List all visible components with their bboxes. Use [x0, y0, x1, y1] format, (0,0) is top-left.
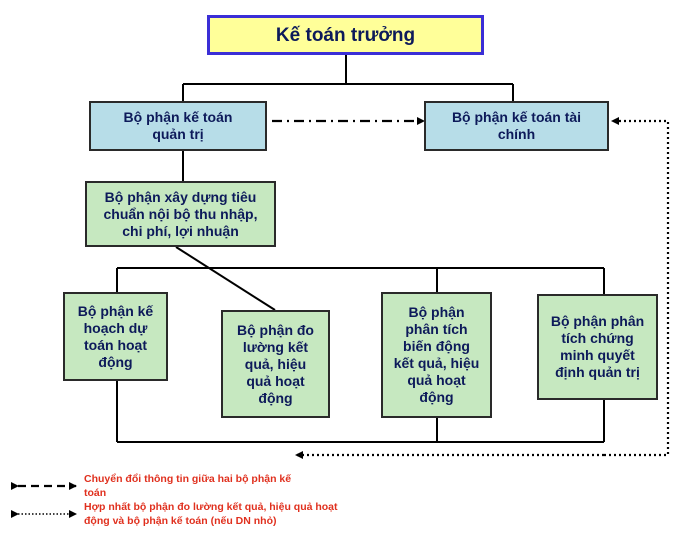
- chief-accountant-box: Kế toán trưởng: [207, 15, 484, 55]
- variance-analysis-box: Bộ phận phân tích biến động kết quả, hiệ…: [381, 292, 492, 418]
- variance-analysis-label: Bộ phận phân tích biến động kết quả, hiệ…: [393, 304, 480, 405]
- legend-dotted-text: Hợp nhất bộ phận đo lường kết quả, hiệu …: [84, 501, 338, 527]
- legend-dashed-text: Chuyển đổi thông tin giữa hai bộ phận kế…: [84, 473, 292, 499]
- merge-arrow-right: [604, 117, 670, 457]
- management-accounting-label: Bộ phận kế toán quản trị: [123, 109, 233, 142]
- performance-measurement-label: Bộ phận đo lường kết quả, hiệu quả hoạt …: [237, 321, 314, 406]
- internal-standards-box: Bộ phận xây dựng tiêu chuẩn nội bộ thu n…: [85, 181, 276, 247]
- financial-accounting-label: Bộ phận kế toán tài chính: [451, 109, 582, 142]
- connector-standards-measurement: [175, 246, 276, 311]
- chief-accountant-label: Kế toán trưởng: [275, 24, 416, 46]
- management-accounting-box: Bộ phận kế toán quản trị: [89, 101, 267, 151]
- performance-measurement-box: Bộ phận đo lường kết quả, hiệu quả hoạt …: [221, 310, 330, 418]
- planning-budget-label: Bộ phận kế hoạch dự toán hoạt động: [77, 302, 154, 370]
- planning-budget-box: Bộ phận kế hoạch dự toán hoạt động: [63, 292, 168, 381]
- decision-analysis-label: Bộ phận phân tích chứng minh quyết định …: [550, 313, 645, 380]
- decision-analysis-box: Bộ phận phân tích chứng minh quyết định …: [537, 294, 658, 400]
- financial-accounting-box: Bộ phận kế toán tài chính: [424, 101, 609, 151]
- internal-standards-label: Bộ phận xây dựng tiêu chuẩn nội bộ thu n…: [103, 188, 258, 239]
